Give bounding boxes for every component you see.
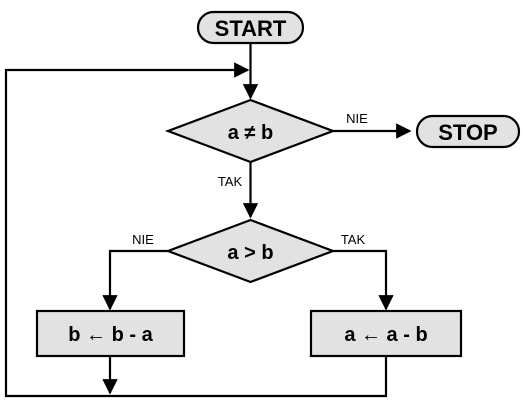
decision-a-gt-b: a > b	[164, 218, 337, 284]
edge-label-neq-yes: TAK	[218, 174, 243, 189]
process-b-minus-a: b ← b - a	[35, 309, 186, 358]
decision-a-gt-b-label: a > b	[227, 242, 273, 264]
edge-gt-no-to-op-b	[102, 249, 168, 311]
edge-gt-yes-to-op-a	[333, 249, 394, 311]
stop-label: STOP	[438, 120, 498, 145]
process-a-minus-b-label: a ← a - b	[344, 324, 427, 346]
start-label: START	[215, 16, 287, 41]
process-b-minus-a-label: b ← b - a	[68, 324, 153, 346]
decision-a-neq-b-label: a ≠ b	[228, 122, 273, 144]
edge-label-neq-no: NIE	[346, 111, 368, 126]
stop-terminal: STOP	[415, 114, 521, 149]
process-a-minus-b: a ← a - b	[309, 309, 463, 358]
edge-label-gt-yes: TAK	[341, 232, 366, 247]
start-terminal: START	[196, 10, 305, 45]
edge-loop-back	[4, 62, 388, 398]
decision-a-neq-b: a ≠ b	[164, 98, 337, 164]
edge-label-gt-no: NIE	[132, 232, 154, 247]
